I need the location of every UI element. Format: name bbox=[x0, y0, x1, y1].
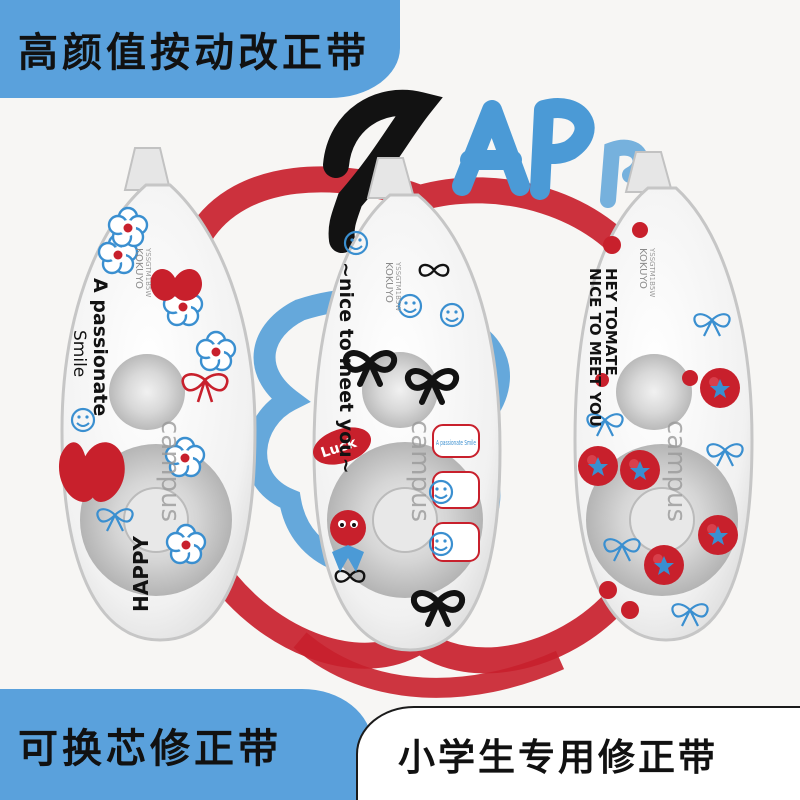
print-campus: campus bbox=[155, 420, 185, 522]
print-brand: KOKUYO bbox=[637, 248, 648, 289]
print-card-text: A passionate Smile bbox=[436, 439, 476, 447]
apple-sticker bbox=[150, 269, 203, 301]
print-code: YSSGTM1B5W bbox=[394, 261, 402, 311]
small-spool bbox=[616, 354, 692, 430]
print-campus: campus bbox=[405, 420, 435, 522]
student-banner: 小学生专用修正带 bbox=[356, 706, 800, 800]
apple-label-cards: A passionate Smile bbox=[428, 424, 480, 562]
print-code: YSSGTM1B5W bbox=[144, 247, 152, 297]
print-smile: Smile bbox=[69, 330, 89, 377]
print-nice-to-meet-you: ~nice to meet you~ bbox=[335, 262, 357, 474]
small-spool bbox=[109, 354, 185, 430]
print-campus: campus bbox=[661, 420, 691, 522]
refillable-text: 可换芯修正带 bbox=[18, 725, 282, 772]
refillable-banner: 可换芯修正带 bbox=[0, 689, 372, 800]
title-banner: 高颜值按动改正带 bbox=[0, 0, 400, 98]
black-leaf-decoration bbox=[323, 89, 443, 253]
title-text: 高颜值按动改正带 bbox=[18, 30, 370, 76]
print-code: YSSGTM1B5W bbox=[648, 247, 656, 297]
correction-tape-middle: A passionate Smile Luck ~nice to meet yo… bbox=[312, 157, 502, 652]
print-hey-tomate: HEY TOMATE bbox=[602, 268, 620, 376]
print-nice-to-meet-you: NICE TO MEET YOU bbox=[586, 268, 604, 427]
student-text: 小学生专用修正带 bbox=[398, 736, 718, 779]
correction-tape-left: A passionate Smile HAPPY KOKUYO YSSGTM1B… bbox=[58, 147, 257, 642]
print-brand: KOKUYO bbox=[133, 248, 144, 289]
correction-tape-right: HEY TOMATE NICE TO MEET YOU KOKUYO YSSGT… bbox=[573, 151, 754, 642]
print-happy: HAPPY bbox=[129, 535, 153, 612]
print-brand: KOKUYO bbox=[383, 262, 394, 303]
apple-sticker bbox=[58, 442, 125, 502]
print-passionate: A passionate bbox=[89, 278, 111, 416]
